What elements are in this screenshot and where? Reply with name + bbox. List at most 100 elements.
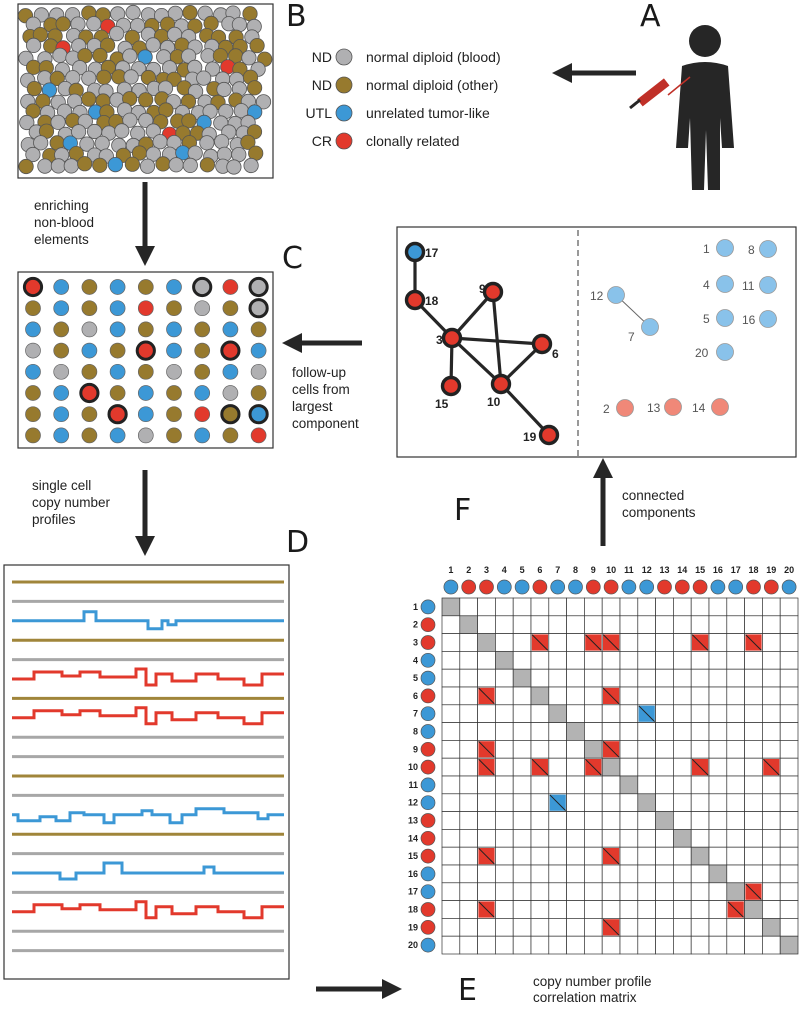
matrix-row-label: 17 [408,887,418,897]
matrix-diagonal-cell [601,757,621,777]
matrix-cell [477,811,496,830]
matrix-cell [512,704,532,723]
matrix-cell [548,740,567,759]
graph-node-label: 19 [523,430,537,444]
matrix-cell [726,668,745,688]
sample-cell [216,81,232,98]
matrix-cell [477,775,496,795]
matrix-cell [530,704,550,723]
matrix-cell [548,935,567,955]
sample-cell [255,94,272,110]
matrix-cell [459,829,478,848]
matrix-cell [726,651,745,670]
matrix-cell-mark [638,705,655,722]
matrix-cell [655,935,674,955]
matrix-cell-mark [691,758,709,776]
enriched-sample-cells [22,276,269,444]
side-node-label: 13 [647,401,661,415]
matrix-cell-mark [602,687,620,705]
matrix-col-label: 19 [766,565,776,575]
enriched-cell [222,385,239,401]
matrix-diagonal-cell [708,864,728,884]
graph-node-6 [531,333,553,355]
sample-cell [77,156,93,172]
enriched-cell [109,427,126,444]
matrix-row-label: 12 [408,798,418,808]
enriched-cell [53,342,70,359]
matrix-cell [762,668,781,688]
matrix-cell [762,829,781,848]
matrix-row-dot [420,599,436,615]
matrix-cell [495,704,514,723]
matrix-cell [477,793,496,812]
sample-cell [145,37,161,53]
matrix-cell [762,811,781,830]
matrix-cell [548,686,567,706]
enriched-cell [107,404,128,425]
matrix-cell [530,597,550,617]
sample-cell [55,16,71,32]
matrix-cell [512,846,532,866]
matrix-cell [779,829,799,848]
enriched-cell [22,276,44,298]
matrix-cell [530,651,550,670]
matrix-cell [619,704,639,723]
legend-swatch [335,76,353,94]
enriched-cell [81,279,98,295]
enriched-cell [250,385,267,401]
matrix-col-label: 18 [748,565,758,575]
enriched-cell [250,342,267,359]
matrix-cell [673,882,692,901]
side-node-label: 14 [692,401,706,415]
matrix-col-label: 9 [591,565,596,575]
graph-node-10 [490,373,512,395]
matrix-cell [566,918,585,937]
side-node-label: 2 [603,402,610,416]
matrix-row-dot [420,741,436,757]
legend-code: ND [312,77,332,93]
sample-cell [181,113,197,129]
matrix-cell [690,918,710,937]
matrix-cell [495,846,514,866]
sample-cell [114,123,130,139]
matrix-cell [673,811,692,830]
matrix-cell [584,704,603,723]
matrix-cell-mark [602,634,620,651]
matrix-col-label: 5 [520,565,525,575]
matrix-cell [726,740,745,759]
matrix-diagonal-cell [548,704,567,723]
sample-cell [214,134,230,150]
matrix-cell-mark [531,634,549,651]
matrix-cell [726,757,745,777]
matrix-cell [459,900,478,919]
matrix-cell [779,775,799,795]
enriched-cell [166,300,182,317]
matrix-col-dot [461,579,477,595]
matrix-cell [708,846,728,866]
matrix-cell [584,918,603,937]
matrix-cell [441,793,461,812]
matrix-cell [673,651,692,670]
matrix-row-dot [420,884,436,900]
matrix-cell [762,722,781,741]
matrix-cell [744,704,763,723]
enriched-cell [250,321,267,338]
matrix-cell [477,918,496,937]
matrix-cell [690,651,710,670]
matrix-cell [744,757,763,777]
side-node-label: 5 [703,312,710,326]
side-node-8 [759,240,777,258]
matrix-cell [637,740,656,759]
matrix-cell [637,935,656,955]
matrix-cell [779,722,799,741]
matrix-col-label: 17 [731,565,741,575]
matrix-cell [459,633,478,652]
enriched-cell [53,385,70,401]
matrix-cell [762,615,781,634]
matrix-cell [495,793,514,812]
matrix-row-dot [420,795,436,811]
enriched-cell [194,363,211,380]
matrix-cell [584,651,603,670]
matrix-cell [441,668,461,688]
matrix-cell [708,668,728,688]
